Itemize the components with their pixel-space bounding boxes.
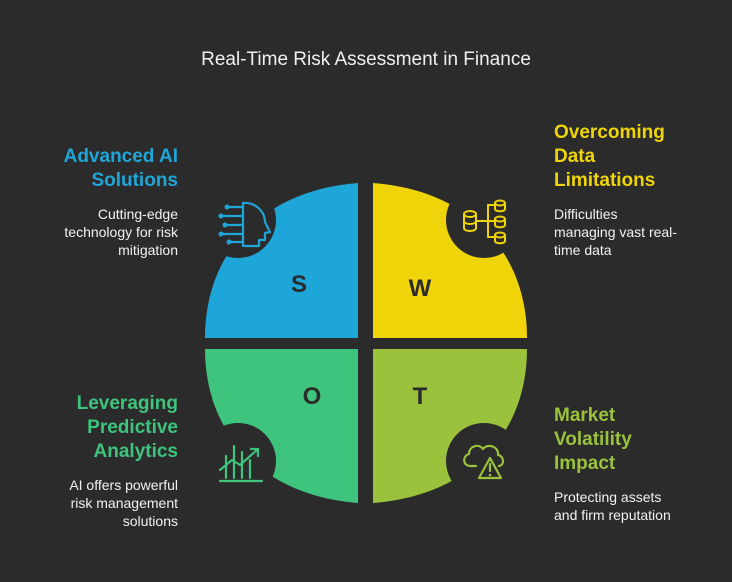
database-network-icon xyxy=(446,182,522,258)
trend-chart-icon xyxy=(200,423,276,499)
weakness-description: Difficulties managing vast real- time da… xyxy=(554,205,704,259)
weakness-block: Overcoming Data Limitations Difficulties… xyxy=(554,121,704,259)
diagram-title: Real-Time Risk Assessment in Finance xyxy=(201,49,531,70)
ai-head-circuit-icon xyxy=(200,182,276,258)
strength-heading-line: Advanced AI xyxy=(63,146,178,167)
strength-description-line: technology for risk xyxy=(64,224,178,240)
strength-description-line: mitigation xyxy=(118,242,178,258)
weakness-letter: W xyxy=(409,275,432,302)
weakness-description-line: managing vast real- xyxy=(554,224,677,240)
weakness-description-line: Difficulties xyxy=(554,206,618,222)
threat-description-line: Protecting assets xyxy=(554,489,662,505)
strength-block: Advanced AI Solutions Cutting-edge techn… xyxy=(28,145,178,259)
weakness-heading-line: Limitations xyxy=(554,170,656,191)
opportunity-quadrant xyxy=(205,349,358,503)
threat-letter: T xyxy=(413,383,428,410)
opportunity-heading-line: Predictive xyxy=(87,417,178,438)
strength-description: Cutting-edge technology for risk mitigat… xyxy=(28,205,178,259)
weakness-quadrant xyxy=(373,183,527,338)
opportunity-heading-line: Leveraging xyxy=(76,393,178,414)
cloud-warning-icon xyxy=(446,423,522,499)
threat-description-line: and firm reputation xyxy=(554,507,671,523)
opportunity-description: AI offers powerful risk management solut… xyxy=(28,476,178,530)
threat-block: Market Volatility Impact Protecting asse… xyxy=(554,404,704,524)
strength-heading-line: Solutions xyxy=(91,170,178,191)
threat-heading-line: Impact xyxy=(554,453,616,474)
opportunity-heading: Leveraging Predictive Analytics xyxy=(28,392,178,464)
threat-heading-line: Market xyxy=(554,405,616,426)
strength-letter: S xyxy=(291,271,307,298)
opportunity-description-line: AI offers powerful xyxy=(69,477,178,493)
opportunity-block: Leveraging Predictive Analytics AI offer… xyxy=(28,392,178,530)
weakness-heading-line: Data xyxy=(554,146,596,167)
opportunity-heading-line: Analytics xyxy=(93,441,178,462)
opportunity-description-line: solutions xyxy=(122,513,178,529)
weakness-heading-line: Overcoming xyxy=(554,122,665,143)
threat-description: Protecting assets and firm reputation xyxy=(554,488,704,524)
strength-heading: Advanced AI Solutions xyxy=(28,145,178,193)
threat-quadrant xyxy=(373,349,527,503)
weakness-description-line: time data xyxy=(554,242,612,258)
opportunity-description-line: risk management xyxy=(70,495,178,511)
threat-heading: Market Volatility Impact xyxy=(554,404,704,476)
threat-heading-line: Volatility xyxy=(554,429,632,450)
opportunity-letter: O xyxy=(303,383,322,410)
strength-description-line: Cutting-edge xyxy=(97,206,178,222)
strength-quadrant xyxy=(205,183,358,338)
weakness-heading: Overcoming Data Limitations xyxy=(554,121,704,193)
